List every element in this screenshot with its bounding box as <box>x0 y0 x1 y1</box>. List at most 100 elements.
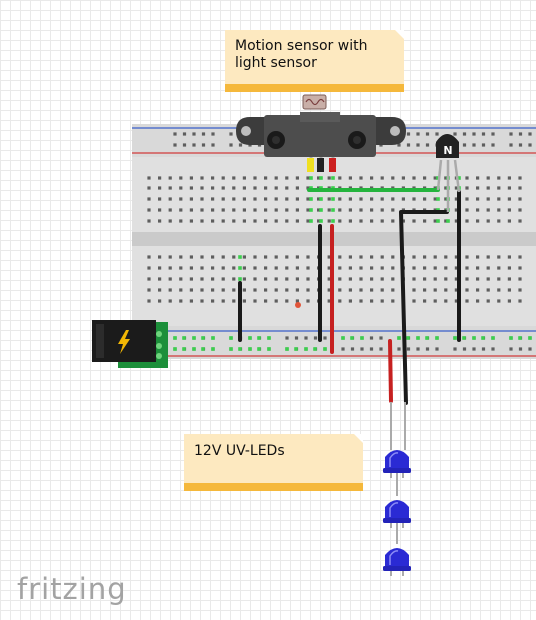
breadboard-hole <box>518 132 523 136</box>
breadboard-hole <box>481 143 486 147</box>
connected-hole <box>238 347 242 351</box>
breadboard-hole <box>189 255 193 259</box>
breadboard-hole <box>158 208 162 212</box>
connected-hole <box>319 219 323 223</box>
red-wire-led-anode[interactable] <box>388 339 393 403</box>
breadboard-hole <box>242 197 246 201</box>
breadboard-hole <box>348 208 352 212</box>
breadboard-hole <box>412 299 416 303</box>
breadboard-hole <box>444 219 448 223</box>
breadboard-hole <box>182 132 187 136</box>
breadboard-hole <box>189 197 193 201</box>
breadboard-hole <box>454 277 458 281</box>
breadboard-hole <box>391 176 395 180</box>
connected-hole <box>313 347 317 351</box>
breadboard-hole <box>306 186 310 190</box>
breadboard-hole <box>232 266 236 270</box>
power-jack-barrel <box>96 324 104 358</box>
breadboard-hole <box>232 277 236 281</box>
breadboard-hole <box>370 255 374 259</box>
connected-hole <box>294 347 298 351</box>
breadboard-hole <box>295 266 299 270</box>
connected-hole <box>416 336 420 340</box>
breadboard-hole <box>264 299 268 303</box>
transistor[interactable]: N <box>436 134 461 212</box>
breadboard-hole <box>200 219 204 223</box>
breadboard-hole <box>507 288 511 292</box>
breadboard-hole <box>518 255 522 259</box>
breadboard-hole <box>497 255 501 259</box>
breadboard-hole <box>348 299 352 303</box>
breadboard-hole <box>412 255 416 259</box>
breadboard-hole <box>518 186 522 190</box>
breadboard-hole <box>433 266 437 270</box>
connected-hole <box>173 336 177 340</box>
breadboard-hole <box>173 132 177 136</box>
breadboard-hole <box>472 347 476 351</box>
uv-led[interactable] <box>383 548 411 576</box>
breadboard-hole <box>327 219 331 223</box>
led-rim <box>383 566 411 571</box>
breadboard-hole <box>274 197 278 201</box>
fritzing-logo: fritzing <box>17 572 127 606</box>
breadboard-hole <box>285 197 289 201</box>
breadboard-hole <box>453 132 457 136</box>
breadboard-hole <box>454 186 458 190</box>
uv-led[interactable] <box>383 450 411 478</box>
connected-hole <box>331 197 335 201</box>
breadboard-hole <box>412 197 416 201</box>
breadboard-hole <box>380 266 384 270</box>
breadboard-hole <box>370 208 374 212</box>
breadboard-hole <box>201 132 206 136</box>
breadboard-hole <box>370 197 374 201</box>
connected-hole <box>304 347 308 351</box>
sensor-wire-yellow <box>307 158 314 172</box>
transistor-leg <box>436 159 443 191</box>
transistor-leg <box>453 159 461 193</box>
breadboard-hole <box>221 219 225 223</box>
breadboard-hole <box>486 255 490 259</box>
breadboard-hole <box>323 336 327 340</box>
breadboard-hole <box>168 197 172 201</box>
connected-hole <box>257 347 261 351</box>
breadboard-hole <box>253 219 257 223</box>
breadboard-hole <box>264 255 268 259</box>
breadboard-hole <box>370 176 374 180</box>
breadboard-hole <box>507 255 511 259</box>
breadboard-hole <box>295 219 299 223</box>
breadboard-hole <box>242 219 246 223</box>
breadboard-hole <box>507 176 511 180</box>
breadboard-hole <box>444 266 448 270</box>
connected-hole <box>472 336 476 340</box>
breadboard-hole <box>295 255 299 259</box>
connected-hole <box>331 176 335 180</box>
breadboard-hole <box>416 347 420 351</box>
uv-led-chain <box>383 402 411 576</box>
connected-hole <box>192 347 196 351</box>
breadboard-hole <box>179 208 183 212</box>
breadboard-hole <box>327 197 331 201</box>
black-wire-led-cathode[interactable] <box>399 210 449 405</box>
breadboard-hole <box>168 219 172 223</box>
power-jack[interactable] <box>92 320 168 368</box>
breadboard-hole <box>168 176 172 180</box>
breadboard-hole <box>412 288 416 292</box>
breadboard-hole <box>242 176 246 180</box>
connected-hole <box>182 336 186 340</box>
breadboard-hole <box>412 176 416 180</box>
motion-sensor[interactable] <box>236 94 406 172</box>
breadboard-hole <box>406 347 411 351</box>
pcb-pad <box>156 343 162 349</box>
breadboard-hole <box>327 299 331 303</box>
breadboard-hole <box>285 299 289 303</box>
breadboard-hole <box>465 277 469 281</box>
breadboard-hole <box>497 288 501 292</box>
connected-hole <box>453 336 457 340</box>
breadboard-hole <box>327 255 331 259</box>
breadboard-hole <box>435 347 439 351</box>
breadboard-hole <box>518 277 522 281</box>
transistor-label: N <box>443 144 452 157</box>
uv-led[interactable] <box>383 500 411 528</box>
breadboard-hole <box>147 299 151 303</box>
connected-hole <box>267 347 271 351</box>
